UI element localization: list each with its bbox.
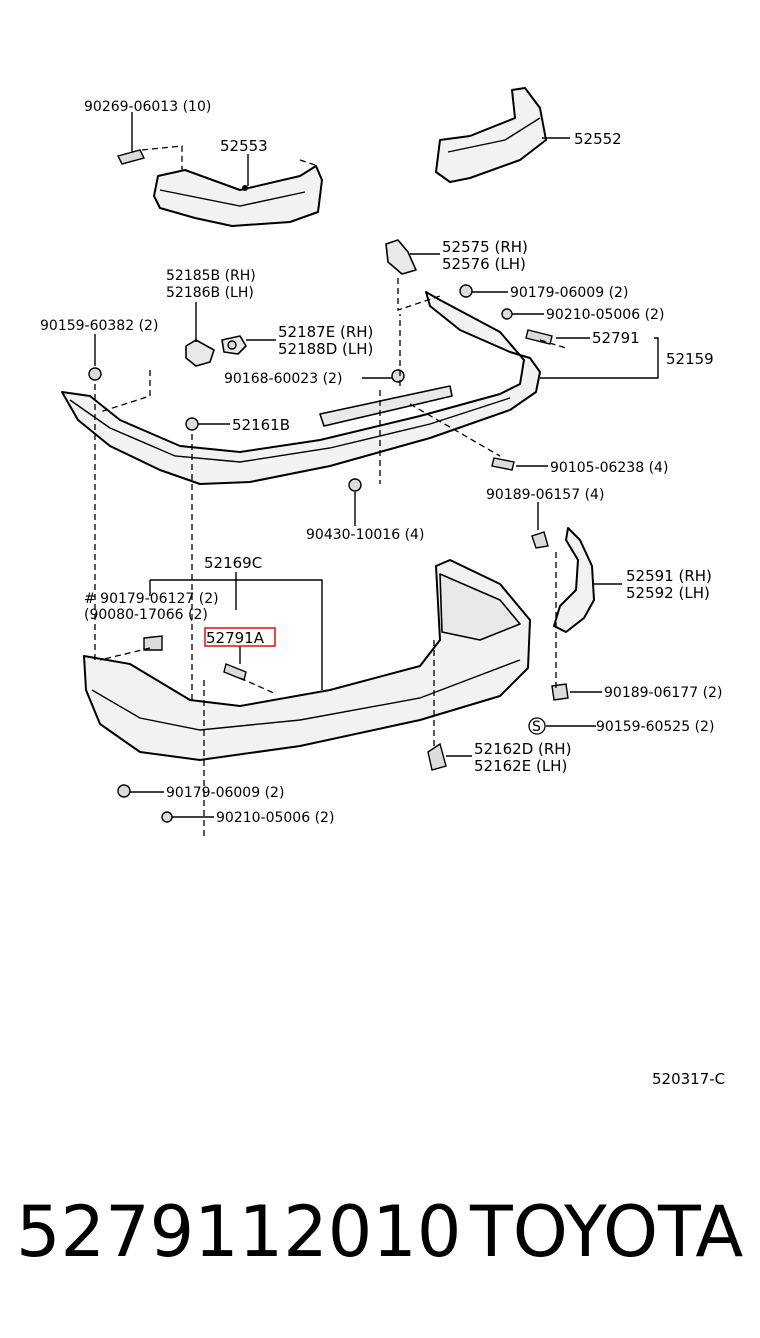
label-90179-06127: # 90179-06127 (2) [84,591,219,607]
label-90210-05006-b: 90210-05006 (2) [216,810,334,826]
label-90210-05006-a: 90210-05006 (2) [546,307,664,323]
label-90168-60023: 90168-60023 (2) [224,371,342,387]
label-90179-06009-a: 90179-06009 (2) [510,285,628,301]
s-mark-circle [528,717,546,735]
label-90430-10016: 90430-10016 (4) [306,527,424,543]
leader-lines [94,112,659,818]
highlight-box [204,627,276,647]
label-52159: 52159 [666,350,714,368]
label-52553: 52553 [220,137,268,155]
label-90179-06009-b: 90179-06009 (2) [166,785,284,801]
label-90269-06013: 90269-06013 (10) [84,99,211,115]
part-52553-drawing [153,165,323,227]
s-mark: S [532,719,541,735]
retainer-52591-drawing [553,527,595,633]
label-90189-06157: 90189-06157 (4) [486,487,604,503]
label-52162e-lh: 52162E (LH) [474,757,567,775]
bracket-52575-drawing [385,239,417,275]
label-52791: 52791 [592,329,640,347]
label-52186b-lh: 52186B (LH) [166,285,254,301]
part-52552-drawing [435,87,547,183]
clip-52185-drawing [185,339,215,367]
part-52159-drawing [61,291,541,485]
label-90105-06238: 90105-06238 (4) [550,460,668,476]
brand-name: TOYOTA [469,1191,743,1273]
label-52575-rh: 52575 (RH) [442,238,528,256]
label-52162d-rh: 52162D (RH) [474,740,571,758]
figure-code: 520317-C [652,1070,725,1088]
label-90159-60382: 90159-60382 (2) [40,318,158,334]
label-90159-60525: 90159-60525 (2) [596,719,714,735]
label-52188d-lh: 52188D (LH) [278,340,373,358]
label-52187e-rh: 52187E (RH) [278,323,373,341]
label-52169c: 52169C [204,554,262,572]
assembly-lines [94,145,567,836]
part-52169-drawing [83,559,531,761]
label-52791a-highlighted[interactable]: 52791A [206,629,265,647]
label-90080-17066: (90080-17066 (2) [84,607,208,623]
label-52185b-rh: 52185B (RH) [166,268,256,284]
label-90189-06177: 90189-06177 (2) [604,685,722,701]
label-52576-lh: 52576 (LH) [442,255,526,273]
part-number: 5279112010 [16,1191,461,1273]
label-52552: 52552 [574,130,622,148]
label-52161b: 52161B [232,416,290,434]
label-52592-lh: 52592 (LH) [626,584,710,602]
label-52591-rh: 52591 (RH) [626,567,712,585]
fastener-icons [88,149,569,823]
retainer-52187-drawing [221,335,247,355]
